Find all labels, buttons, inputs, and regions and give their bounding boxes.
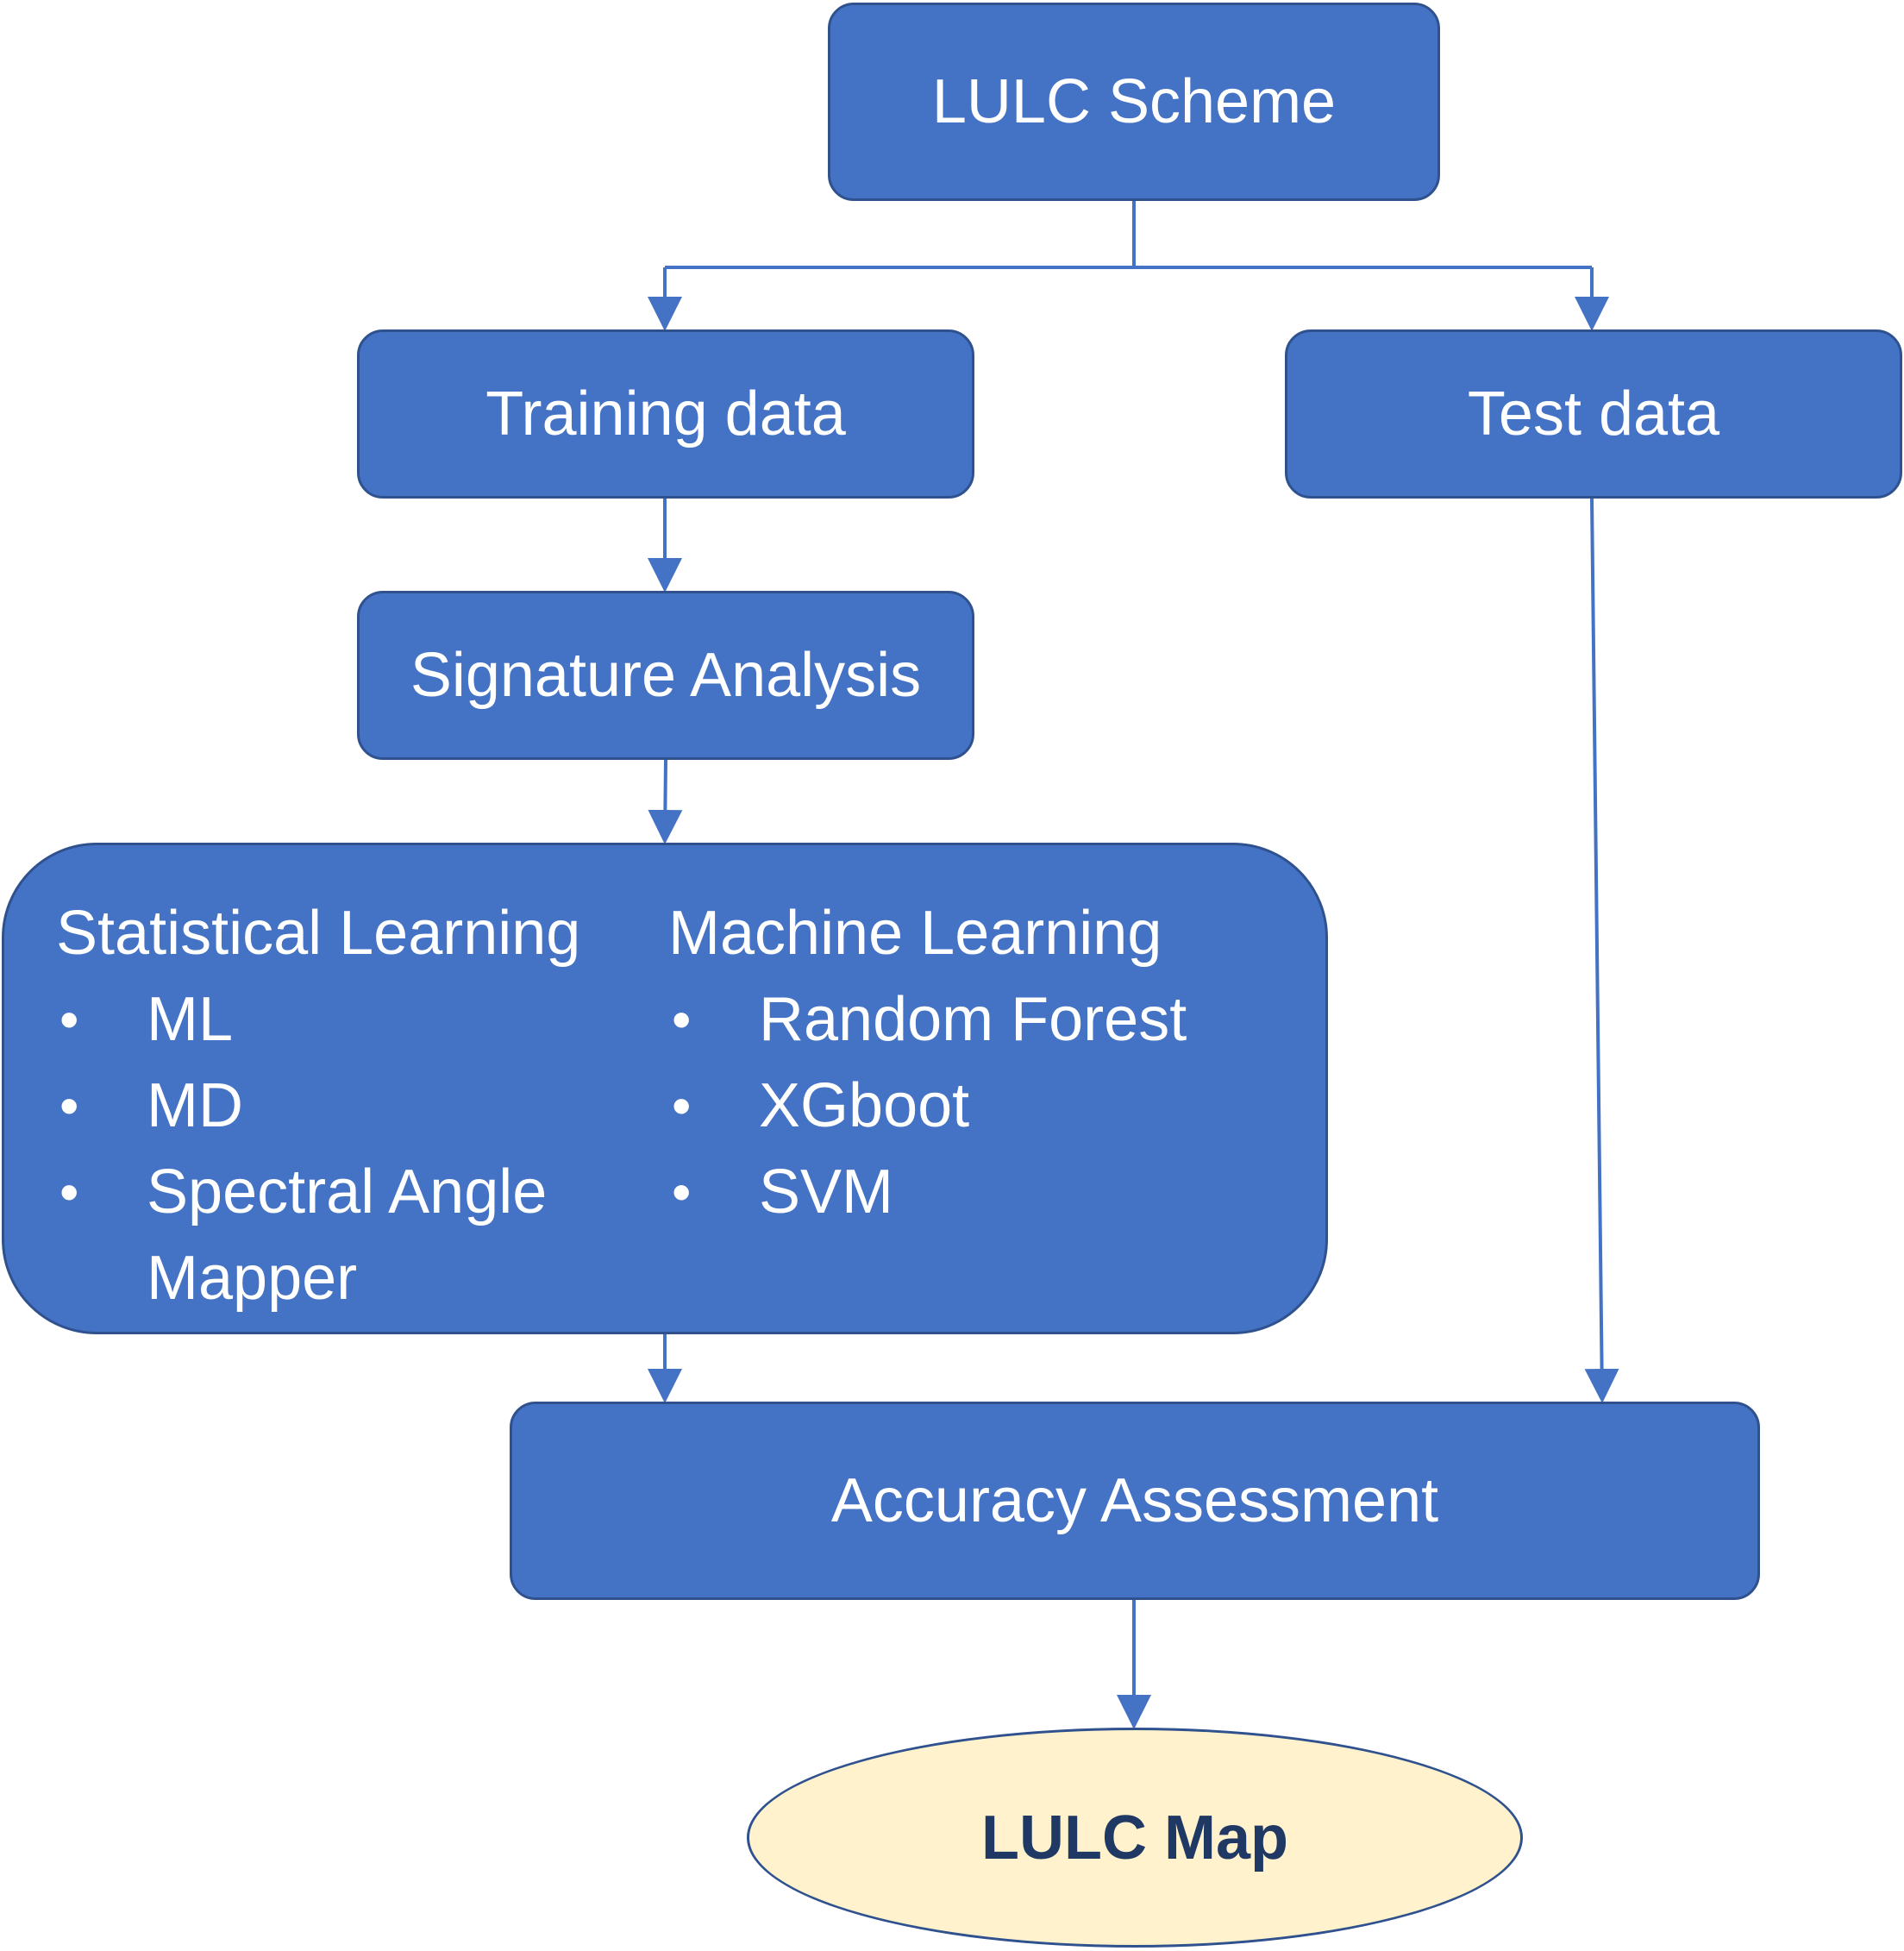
- list-item-label: ML: [147, 985, 234, 1054]
- signature-analysis-label: Signature Analysis: [410, 641, 922, 710]
- list-item-md: • MD: [56, 1063, 580, 1149]
- classification-methods-box: Statistical Learning • ML • MD • Spectra…: [2, 843, 1328, 1334]
- lulc-map-label: LULC Map: [981, 1803, 1288, 1873]
- list-item-spectral-angle-mapper: • Spectral Angle Mapper: [56, 1149, 580, 1321]
- machine-learning-heading: Machine Learning: [668, 899, 1162, 968]
- bullet-icon: •: [672, 988, 692, 1051]
- accuracy-assessment-box: Accuracy Assessment: [510, 1402, 1760, 1600]
- lulc-map-ellipse: LULC Map: [747, 1728, 1523, 1948]
- bullet-icon: •: [60, 988, 79, 1051]
- bullet-icon: •: [60, 1075, 79, 1137]
- list-item-label: Spectral Angle: [147, 1157, 548, 1226]
- test-data-label: Test data: [1467, 380, 1720, 449]
- list-item-label-continued: Mapper: [147, 1244, 358, 1313]
- bullet-icon: •: [60, 1161, 79, 1223]
- machine-learning-column: Machine Learning • Random Forest • XGboo…: [668, 890, 1187, 1235]
- statistical-learning-list: • ML • MD • Spectral Angle Mapper: [56, 976, 580, 1321]
- arrow-signature-to-methods: [648, 759, 683, 844]
- signature-analysis-box: Signature Analysis: [357, 591, 974, 760]
- accuracy-assessment-label: Accuracy Assessment: [830, 1466, 1439, 1535]
- bullet-icon: •: [672, 1161, 692, 1223]
- machine-learning-list: • Random Forest • XGboot • SVM: [668, 976, 1187, 1235]
- list-item-label: XGboot: [759, 1071, 970, 1140]
- bullet-icon: •: [672, 1075, 692, 1137]
- arrow-test-to-accuracy: [1584, 498, 1619, 1403]
- list-item-xgboot: • XGboot: [668, 1063, 1187, 1149]
- statistical-learning-heading: Statistical Learning: [56, 899, 581, 968]
- test-data-box: Test data: [1285, 329, 1902, 499]
- statistical-learning-column: Statistical Learning • ML • MD • Spectra…: [56, 890, 580, 1321]
- list-item-label: Random Forest: [759, 985, 1187, 1054]
- lulc-scheme-box: LULC Scheme: [828, 3, 1440, 201]
- list-item-random-forest: • Random Forest: [668, 976, 1187, 1063]
- training-data-label: Training data: [485, 380, 846, 449]
- lulc-scheme-label: LULC Scheme: [931, 67, 1337, 136]
- training-data-box: Training data: [357, 329, 974, 499]
- list-item-label: SVM: [759, 1157, 894, 1226]
- list-item-svm: • SVM: [668, 1149, 1187, 1235]
- list-item-ml: • ML: [56, 976, 580, 1063]
- list-item-label: MD: [147, 1071, 243, 1140]
